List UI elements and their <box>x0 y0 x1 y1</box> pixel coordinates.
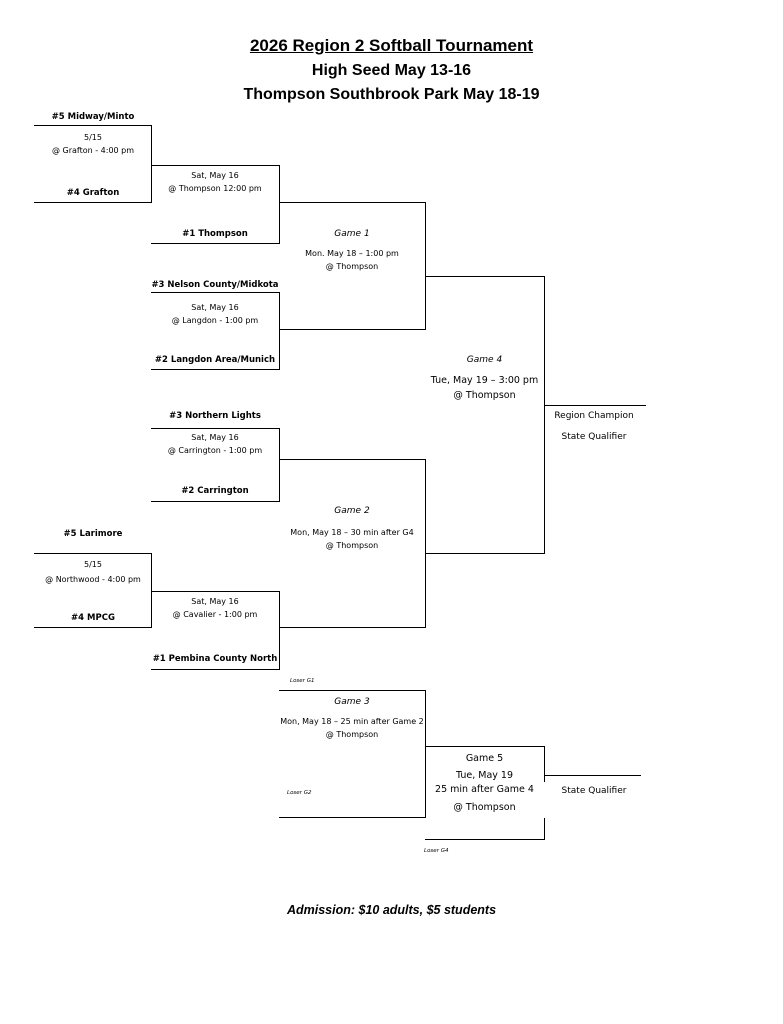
line-game3-top <box>279 690 426 691</box>
line-northern-lights <box>151 428 280 429</box>
game2-name: Game 2 <box>334 506 370 516</box>
team-nelson-county-midkota: #3 Nelson County/Midkota <box>151 280 279 290</box>
line-larimore <box>34 553 152 554</box>
state-qualifier-label-2: State Qualifier <box>561 786 627 796</box>
game5-loser-g4: Loser G4 <box>424 848 449 854</box>
game3-loser-g1: Loser G1 <box>290 678 315 684</box>
line-grafton <box>34 202 152 203</box>
playin1-date: 5/15 <box>84 133 102 142</box>
admission-text: Admission: $10 adults, $5 students <box>286 903 497 917</box>
line-playin2-join <box>151 553 152 628</box>
line-game5-bottom <box>425 839 545 840</box>
qf4-date: Sat, May 16 <box>191 597 239 606</box>
line-game4-top <box>425 276 545 277</box>
line-langdon <box>151 369 280 370</box>
team-langdon-area-munich: #2 Langdon Area/Munich <box>154 355 276 365</box>
line-game5-join-lower <box>544 818 545 840</box>
line-game1-bottom <box>279 329 426 330</box>
line-game3-join <box>425 690 426 818</box>
team-pembina-county-north: #1 Pembina County North <box>152 654 278 664</box>
game5-date: Tue, May 19 <box>455 770 513 781</box>
qf2-location: @ Langdon - 1:00 pm <box>171 316 259 325</box>
game3-time: Mon, May 18 – 25 min after Game 2 <box>280 717 424 726</box>
line-qf4-join <box>279 591 280 670</box>
qf1-date: Sat, May 16 <box>191 171 239 180</box>
game1-location: @ Thompson <box>325 262 379 271</box>
state-qualifier-label-1: State Qualifier <box>561 432 627 442</box>
line-qf3-join <box>279 428 280 502</box>
team-carrington: #2 Carrington <box>181 486 249 496</box>
line-game4-bottom <box>425 553 545 554</box>
line-game5-top <box>425 746 545 747</box>
line-game1-top <box>279 202 426 203</box>
line-qf4-top <box>151 591 280 592</box>
line-game2-top <box>279 459 426 460</box>
line-nelson <box>151 292 280 293</box>
team-larimore: #5 Larimore <box>63 529 123 539</box>
game3-loser-g2: Loser G2 <box>287 790 312 796</box>
line-game5-join <box>544 746 545 782</box>
line-mpcg <box>34 627 152 628</box>
qf2-date: Sat, May 16 <box>191 303 239 312</box>
line-state-qualifier-2 <box>544 775 641 776</box>
game5-location: @ Thompson <box>453 802 516 813</box>
line-game1-join <box>425 202 426 330</box>
game1-name: Game 1 <box>334 229 370 239</box>
line-game2-bottom <box>279 627 426 628</box>
line-carrington <box>151 501 280 502</box>
line-midway <box>34 125 152 126</box>
line-game4-join <box>544 276 545 554</box>
line-playin1-join <box>151 125 152 203</box>
game3-location: @ Thompson <box>325 730 379 739</box>
game5-name: Game 5 <box>465 753 504 764</box>
game1-time: Mon. May 18 – 1:00 pm <box>305 249 399 258</box>
game4-location: @ Thompson <box>453 390 516 401</box>
team-mpcg: #4 MPCG <box>71 613 115 623</box>
qf3-location: @ Carrington - 1:00 pm <box>167 446 263 455</box>
line-game2-join <box>425 459 426 628</box>
line-qf1-join <box>279 165 280 244</box>
subtitle-high-seed: High Seed May 13-16 <box>311 62 472 79</box>
game2-location: @ Thompson <box>325 541 379 550</box>
playin2-date: 5/15 <box>84 560 102 569</box>
team-thompson: #1 Thompson <box>182 229 248 239</box>
line-champion <box>544 405 646 406</box>
game2-time: Mon, May 18 – 30 min after G4 <box>290 528 414 537</box>
region-champion-label: Region Champion <box>554 411 634 421</box>
game3-name: Game 3 <box>334 697 370 707</box>
subtitle-location: Thompson Southbrook Park May 18-19 <box>243 86 540 103</box>
line-game3-bottom <box>279 817 426 818</box>
qf4-location: @ Cavalier - 1:00 pm <box>172 610 258 619</box>
page-title: 2026 Region 2 Softball Tournament <box>249 36 534 55</box>
playin1-location: @ Grafton - 4:00 pm <box>51 146 135 155</box>
qf3-date: Sat, May 16 <box>191 433 239 442</box>
playin2-location: @ Northwood - 4:00 pm <box>45 575 141 584</box>
team-northern-lights: #3 Northern Lights <box>169 411 261 421</box>
line-pembina <box>151 669 280 670</box>
team-grafton: #4 Grafton <box>66 188 120 198</box>
game4-name: Game 4 <box>466 355 503 365</box>
line-qf2-join <box>279 292 280 370</box>
game5-time: 25 min after Game 4 <box>435 784 534 795</box>
qf1-location: @ Thompson 12:00 pm <box>168 184 262 193</box>
team-midway-minto: #5 Midway/Minto <box>51 112 135 122</box>
game4-time: Tue, May 19 – 3:00 pm <box>430 375 539 386</box>
line-qf1-top <box>151 165 280 166</box>
line-thompson <box>151 243 280 244</box>
